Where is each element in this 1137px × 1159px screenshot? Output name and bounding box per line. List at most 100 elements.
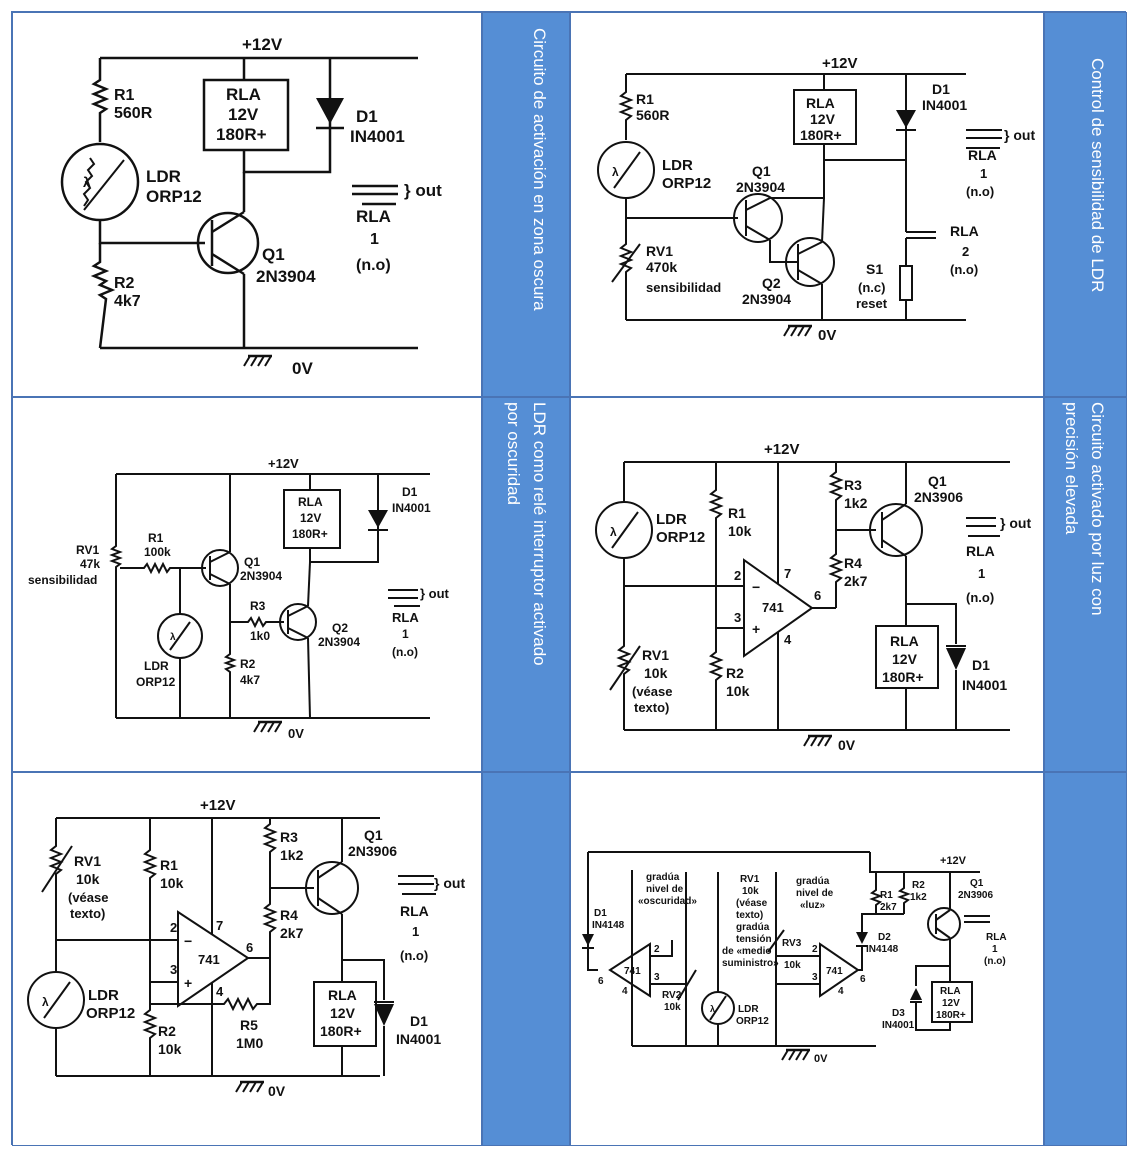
c3-contact-rla: RLA	[392, 610, 419, 625]
c5-rla-v: 12V	[330, 1005, 356, 1021]
c3-out: } out	[420, 586, 450, 601]
c2-out: } out	[1004, 127, 1035, 143]
c6-r2: R2	[912, 880, 925, 891]
c4-pin6: 6	[814, 588, 821, 603]
c5-q1: Q1	[364, 827, 383, 843]
c4-r2: R2	[726, 665, 744, 681]
c6-op1-pin3: 3	[654, 972, 660, 983]
c6-op1-pin4: 4	[622, 986, 628, 997]
c4-q1: Q1	[928, 473, 947, 489]
c2-v12: +12V	[822, 55, 857, 72]
c6-rv1-note1: (véase	[736, 898, 768, 909]
c6-r1: R1	[880, 890, 893, 901]
c4-lambda: λ	[610, 525, 617, 539]
c2-gnd: 0V	[818, 327, 836, 344]
c4-rv1-note1: (véase	[632, 684, 672, 699]
cell-circuit-4	[570, 397, 1044, 772]
c5-pin2: 2	[170, 920, 177, 935]
caption-ldr-relay-line2: por oscuridad	[504, 402, 523, 506]
c5-ldr-model: ORP12	[86, 1005, 135, 1022]
c2-hold-num: 2	[962, 244, 969, 259]
c5-d1: D1	[410, 1013, 428, 1029]
c4-q1-type: 2N3906	[914, 489, 963, 505]
c3-gnd: 0V	[288, 726, 304, 741]
cell-circuit-1	[12, 12, 482, 397]
c5-r4-val: 2k7	[280, 925, 304, 941]
c6-rv1-g2: tensión	[736, 934, 772, 945]
c1-ldr-model: ORP12	[146, 187, 202, 206]
c6-r1-val: 2k7	[880, 902, 897, 913]
c4-v12: +12V	[764, 441, 799, 458]
c3-rv1-sens: sensibilidad	[28, 573, 97, 587]
c1-lambda: λ	[83, 174, 91, 190]
c3-r2-val: 4k7	[240, 673, 260, 687]
c5-r1: R1	[160, 857, 178, 873]
c6-g-luz-1: gradúa	[796, 876, 830, 887]
c3-rla-r: 180R+	[292, 527, 328, 541]
c3-contact-no: (n.o)	[392, 645, 418, 659]
c1-rla-v: 12V	[228, 105, 259, 124]
c6-g-osc-3: «oscuridad»	[638, 896, 697, 907]
c2-d1-type: IN4001	[922, 97, 967, 113]
c6-rla: RLA	[940, 986, 961, 997]
c3-r1-val: 100k	[144, 545, 171, 559]
c6-contact-num: 1	[992, 944, 998, 955]
c1-q1-type: 2N3904	[256, 267, 316, 286]
c3-rla: RLA	[298, 495, 323, 509]
caption-ldr-sensitivity: Control de sensibilidad de LDR	[1088, 58, 1107, 293]
c2-lambda: λ	[612, 165, 619, 179]
caption-band-3	[482, 397, 570, 772]
c1-q1: Q1	[262, 245, 285, 264]
c1-contact-no: (n.o)	[356, 257, 391, 274]
c3-q2: Q2	[332, 621, 348, 635]
caption-ldr-relay-line1: LDR como relé interruptor activado	[530, 402, 549, 666]
c3-d1-type: IN4001	[392, 501, 431, 515]
c1-v12: +12V	[242, 35, 283, 54]
c2-contact-no: (n.o)	[966, 184, 994, 199]
c2-rv1-val: 470k	[646, 259, 677, 275]
c6-rv1-g3: de «medio	[722, 946, 771, 957]
circuit-3-schematic	[109, 473, 430, 734]
c1-r2-val: 4k7	[114, 293, 141, 310]
c5-r5: R5	[240, 1017, 258, 1033]
c6-rv1: RV1	[740, 874, 760, 885]
c2-rla-v: 12V	[810, 111, 836, 127]
c6-rv3: RV3	[782, 938, 802, 949]
circuit-4-schematic	[595, 461, 1010, 748]
c6-g-luz-2: nivel de	[796, 888, 834, 899]
c6-d1-type: IN4148	[592, 920, 625, 931]
c3-lambda: λ	[170, 632, 176, 643]
c3-rla-v: 12V	[300, 511, 321, 525]
c4-r2-val: 10k	[726, 683, 750, 699]
c1-rla: RLA	[226, 85, 261, 104]
c5-minus: −	[184, 933, 192, 949]
c2-contact-num: 1	[980, 166, 987, 181]
c4-ldr: LDR	[656, 511, 687, 528]
c5-lambda: λ	[42, 995, 49, 1009]
c6-rv2-val: 10k	[664, 1002, 681, 1013]
c2-d1: D1	[932, 81, 950, 97]
c4-pin4: 4	[784, 632, 792, 647]
c2-ldr-model: ORP12	[662, 175, 711, 192]
c2-rla: RLA	[806, 95, 835, 111]
c5-contact-no: (n.o)	[400, 948, 428, 963]
c3-q1: Q1	[244, 555, 260, 569]
c6-op2-pin2: 2	[812, 944, 818, 955]
c1-gnd: 0V	[292, 359, 313, 378]
c2-q1-type: 2N3904	[736, 179, 785, 195]
c5-op: 741	[198, 952, 220, 967]
c5-ldr: LDR	[88, 987, 119, 1004]
c4-minus: −	[752, 579, 760, 595]
c5-rv1-val: 10k	[76, 871, 100, 887]
c2-r1: R1	[636, 91, 654, 107]
c4-r4-val: 2k7	[844, 573, 868, 589]
c3-v12: +12V	[268, 456, 299, 471]
c6-op2-pin4: 4	[838, 986, 844, 997]
c6-d3-type: IN4001	[882, 1020, 915, 1031]
c5-r5-val: 1M0	[236, 1035, 263, 1051]
caption-band-4	[1044, 397, 1127, 772]
c2-hold-rla: RLA	[950, 223, 979, 239]
c5-plus: +	[184, 975, 192, 991]
c3-q1-type: 2N3904	[240, 569, 282, 583]
